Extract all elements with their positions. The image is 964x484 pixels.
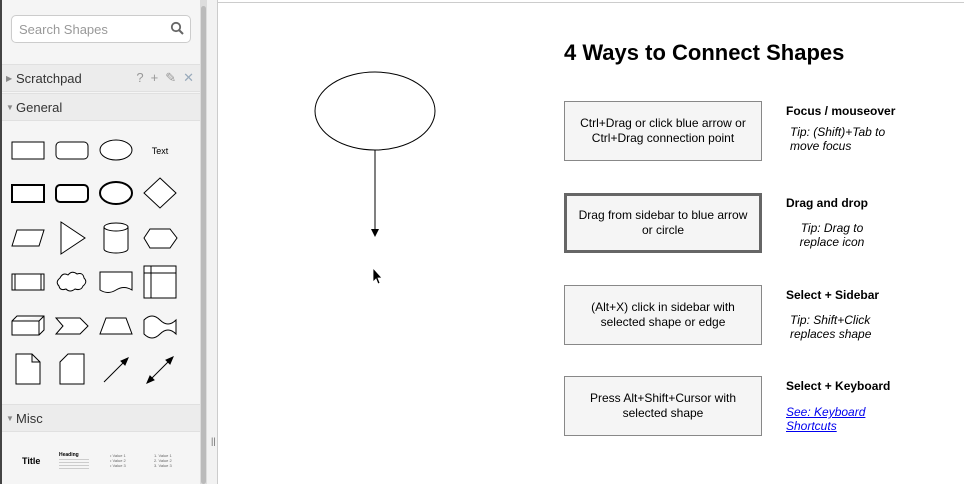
step-box-3[interactable]: (Alt+X) click in sidebar with selected s… — [564, 285, 762, 345]
sidebar-splitter[interactable] — [207, 0, 218, 484]
step-label-4: Select + Keyboard — [786, 379, 891, 393]
document-shape[interactable] — [99, 271, 133, 293]
step-box-4[interactable]: Press Alt+Shift+Cursor with selected sha… — [564, 376, 762, 436]
parallelogram-shape[interactable] — [11, 229, 45, 247]
heading-shape[interactable]: Heading — [59, 452, 79, 458]
process-shape[interactable] — [11, 273, 45, 291]
close-icon[interactable]: ✕ — [183, 70, 194, 85]
rectangle-shape[interactable] — [11, 141, 45, 160]
keyboard-shortcuts-link[interactable]: See: Keyboard Shortcuts — [786, 405, 866, 433]
collapse-icon: ▼ — [6, 103, 14, 112]
scratchpad-label: Scratchpad — [16, 71, 82, 86]
general-shapes: Text — [11, 139, 178, 385]
rounded-rectangle-shape[interactable] — [55, 141, 89, 160]
step-label-3: Select + Sidebar — [786, 288, 880, 302]
paragraph-lines — [59, 459, 89, 469]
bullet-list-shape[interactable]: • Value 1 • Value 2 • Value 3 — [110, 453, 126, 468]
search-input[interactable]: Search Shapes — [11, 15, 191, 43]
collapse-icon: ▼ — [6, 414, 14, 423]
splitter-grip-icon[interactable]: || — [211, 436, 216, 446]
triangle-shape[interactable] — [60, 221, 86, 255]
arrowhead-icon — [371, 229, 379, 237]
step-tip-2: Tip: Drag to replace icon — [799, 221, 865, 249]
step-tip-3: Tip: Shift+Click replaces shape — [790, 313, 872, 341]
step-tip-1: Tip: (Shift)+Tab to move focus — [790, 125, 886, 153]
trapezoid-shape[interactable] — [99, 317, 133, 335]
cylinder-shape[interactable] — [103, 222, 129, 254]
general-label: General — [16, 100, 63, 115]
step-box-1[interactable]: Ctrl+Drag or click blue arrow or Ctrl+Dr… — [564, 101, 762, 161]
table-shape[interactable] — [143, 265, 177, 299]
misc-header[interactable]: ▼Misc — [2, 404, 200, 432]
edit-icon[interactable]: ✎ — [165, 70, 177, 85]
search-icon[interactable] — [170, 21, 184, 35]
note-shape[interactable] — [15, 353, 41, 385]
expand-icon: ▶ — [6, 74, 13, 83]
step-label-1: Focus / mouseover — [786, 104, 896, 118]
general-header[interactable]: ▼General — [2, 93, 200, 121]
help-icon[interactable]: ? — [136, 70, 144, 85]
ellipse-shape[interactable] — [99, 139, 133, 161]
numbered-list-shape[interactable]: 1. Value 1 2. Value 2 3. Value 3 — [154, 453, 172, 468]
text-shape[interactable]: Text — [152, 146, 169, 156]
bold-rectangle-shape[interactable] — [11, 184, 45, 203]
misc-label: Misc — [16, 411, 43, 426]
add-icon[interactable]: + — [150, 70, 159, 85]
cloud-shape[interactable] — [56, 271, 87, 292]
cube-shape[interactable] — [11, 315, 45, 336]
ellipse-node[interactable] — [314, 71, 436, 151]
hexagon-shape[interactable] — [143, 228, 178, 249]
tape-shape[interactable] — [143, 315, 177, 339]
step-label-2: Drag and drop — [786, 196, 869, 210]
bold-rounded-rectangle-shape[interactable] — [55, 184, 89, 203]
mouse-cursor-icon — [372, 266, 383, 285]
scratchpad-header[interactable]: ▶Scratchpad ? + ✎ ✕ — [2, 64, 200, 92]
diamond-shape[interactable] — [143, 177, 177, 209]
search-placeholder: Search Shapes — [19, 22, 108, 37]
card-shape[interactable] — [59, 353, 85, 385]
title-shape[interactable]: Title — [22, 456, 41, 466]
page-title: 4 Ways to Connect Shapes — [564, 40, 845, 65]
step-shape[interactable] — [54, 317, 89, 335]
scrollbar-thumb[interactable] — [201, 6, 206, 484]
step-box-2[interactable]: Drag from sidebar to blue arrow or circl… — [564, 193, 762, 253]
bold-ellipse-shape[interactable] — [99, 181, 133, 205]
sidebar: Search Shapes ▶Scratchpad ?+✎✕ ▼General … — [0, 0, 200, 484]
